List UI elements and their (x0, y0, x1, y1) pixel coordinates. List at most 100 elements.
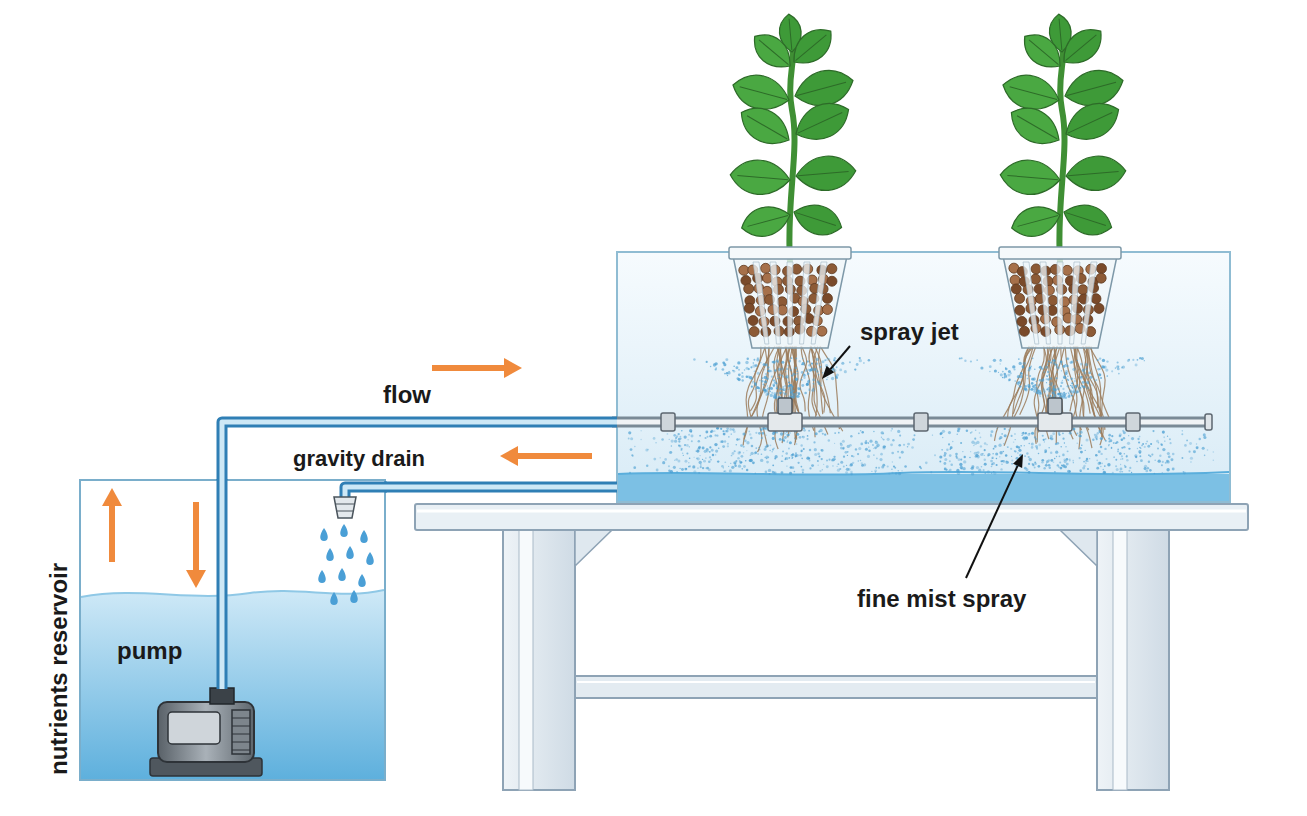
mist-droplet (746, 358, 748, 360)
mist-droplet (691, 440, 693, 442)
pipe-connector (222, 422, 617, 480)
mist-droplet (765, 471, 768, 474)
mist-droplet (901, 470, 902, 471)
mist-droplet (1050, 451, 1053, 454)
mist-droplet (1056, 364, 1058, 366)
mist-droplet (946, 449, 949, 452)
mist-droplet (1057, 388, 1060, 391)
mist-droplet (867, 455, 870, 458)
mist-droplet (1071, 378, 1073, 380)
mist-droplet (796, 433, 799, 436)
mist-droplet (1056, 377, 1058, 379)
mist-droplet (757, 372, 760, 375)
mist-droplet (693, 470, 696, 473)
mist-droplet (1119, 452, 1122, 455)
mist-droplet (858, 460, 859, 461)
mist-droplet (841, 362, 844, 365)
mist-droplet (1032, 357, 1034, 359)
mist-droplet (1077, 442, 1079, 444)
mist-droplet (1137, 438, 1139, 440)
mist-droplet (1075, 385, 1077, 387)
mist-droplet (1159, 455, 1161, 457)
plant-leaf (1016, 26, 1068, 76)
flow-direction-arrow (109, 506, 115, 562)
mist-droplet (1063, 459, 1065, 461)
mist-droplet (1121, 439, 1123, 441)
mist-droplet (873, 454, 875, 456)
mist-droplet (818, 374, 819, 375)
mist-droplet (788, 448, 790, 450)
mist-droplet (1045, 438, 1047, 440)
mist-droplet (1070, 361, 1073, 364)
mist-droplet (980, 445, 982, 447)
mist-droplet (1007, 446, 1009, 448)
plant-leaf (785, 21, 839, 73)
mist-droplet (1103, 471, 1106, 474)
mist-droplet (797, 387, 800, 390)
mist-droplet (1043, 439, 1045, 441)
mist-droplet (999, 456, 1000, 457)
mist-droplet (974, 438, 976, 440)
mist-droplet (754, 388, 756, 390)
mist-droplet (1144, 467, 1147, 470)
mist-droplet (726, 430, 729, 433)
mist-droplet (1077, 384, 1078, 385)
mist-droplet (795, 367, 797, 369)
mist-droplet (697, 457, 700, 460)
mist-droplet (1059, 393, 1061, 395)
mist-droplet (1061, 395, 1063, 397)
mist-droplet (1036, 389, 1039, 392)
plant (729, 13, 1128, 262)
mist-droplet (842, 447, 844, 449)
mist-droplet (806, 383, 809, 386)
mist-droplet (798, 388, 801, 391)
mist-droplet (782, 376, 784, 378)
reservoir-vessel (80, 480, 385, 780)
mist-droplet (1141, 357, 1144, 360)
mist-droplet (849, 444, 852, 447)
mist-droplet (1038, 453, 1040, 455)
mist-droplet (1010, 448, 1012, 450)
net-pot (999, 247, 1121, 348)
mist-droplet (1029, 375, 1031, 377)
mist-droplet (1061, 370, 1062, 371)
mist-droplet (688, 434, 690, 436)
pipe-connector (222, 422, 617, 480)
mist-droplet (794, 471, 796, 473)
mist-droplet (835, 376, 837, 378)
mist-droplet (779, 392, 781, 394)
mist-droplet (1123, 431, 1126, 434)
plant-leaf (999, 158, 1062, 197)
mist-droplet (1097, 368, 1099, 370)
mist-droplet (1092, 438, 1094, 440)
mist-droplet (1161, 444, 1163, 446)
mist-droplet (1046, 382, 1047, 383)
mist-droplet (1196, 443, 1197, 444)
mist-droplet (1003, 373, 1004, 374)
mist-droplet (737, 361, 740, 364)
pump-symbol (232, 734, 250, 735)
mist-droplet (1086, 387, 1089, 390)
pump-symbol (232, 718, 250, 719)
mist-droplet (1072, 460, 1074, 462)
mist-droplet (989, 365, 992, 368)
mist-droplet (743, 446, 745, 448)
mist-droplet (1167, 436, 1168, 437)
mist-droplet (1120, 458, 1122, 460)
mist-droplet (990, 460, 993, 463)
mist-droplet (1141, 445, 1143, 447)
mist-droplet (1034, 369, 1036, 371)
mist-droplet (992, 453, 994, 455)
spray-bar (612, 420, 1208, 425)
mist-droplet (939, 455, 942, 458)
mist-droplet (702, 459, 703, 460)
mist-droplet (1111, 435, 1113, 437)
mist-droplet (725, 358, 728, 361)
mist-droplet (1025, 432, 1027, 434)
mist-droplet (822, 433, 824, 435)
mist-droplet (792, 390, 794, 392)
mist-droplet (1157, 448, 1159, 450)
mist-droplet (958, 458, 961, 461)
mist-droplet (1054, 360, 1056, 362)
water-droplet (326, 548, 334, 561)
